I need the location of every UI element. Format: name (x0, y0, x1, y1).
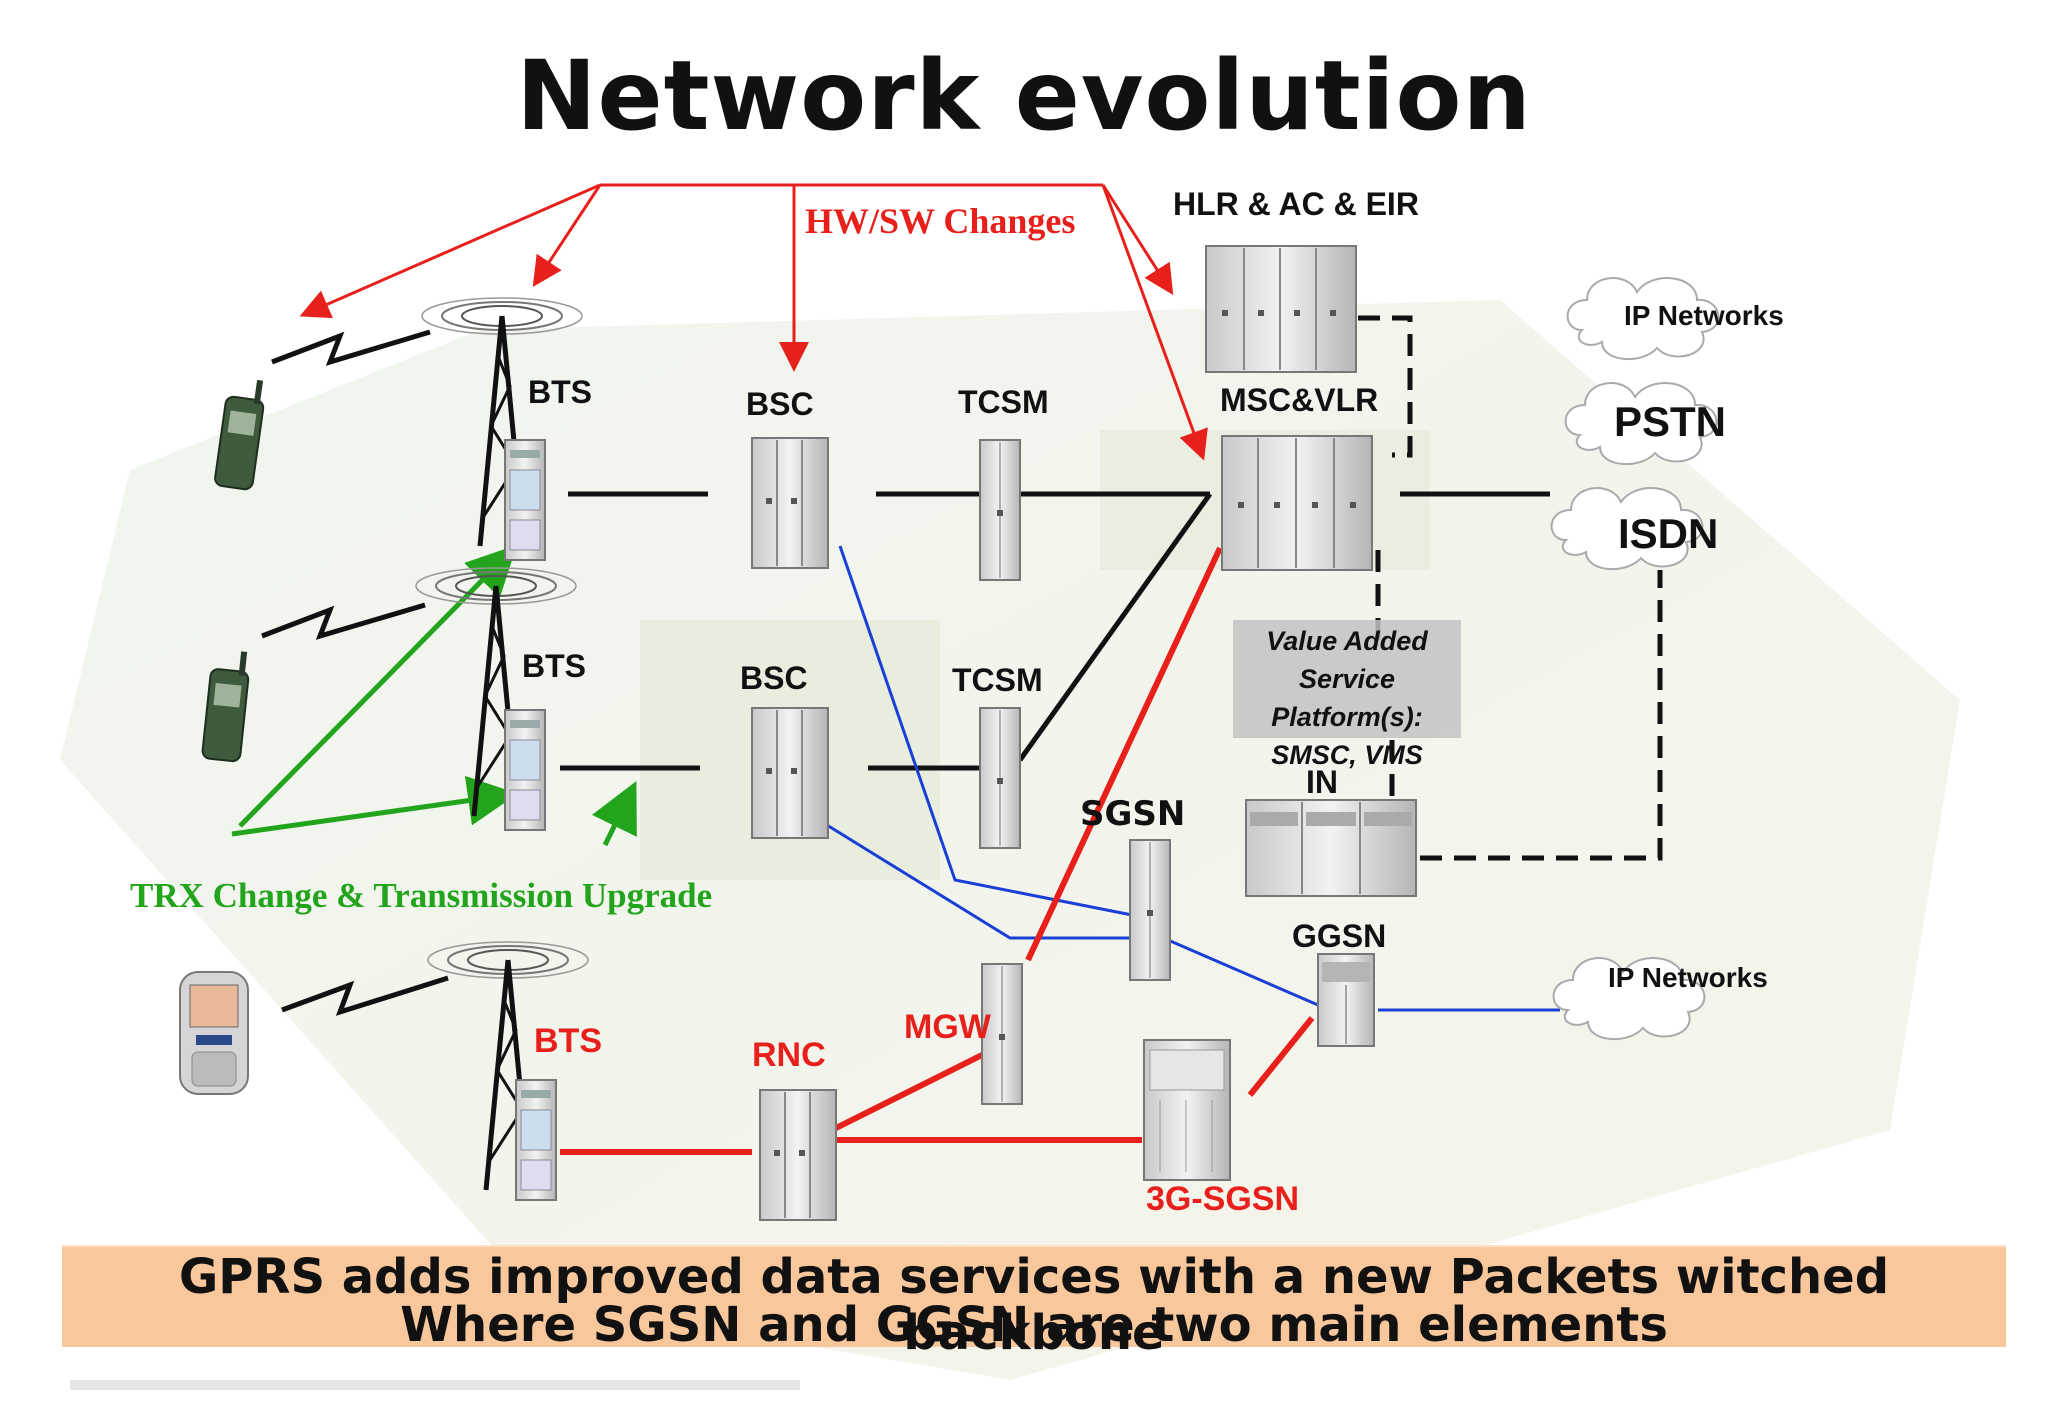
vas-line-3: SMSC, VMS (1271, 740, 1423, 770)
trx-change-label: TRX Change & Transmission Upgrade (130, 876, 713, 915)
rnc-label: RNC (752, 1036, 826, 1074)
vas-line-1: Value Added (1266, 626, 1428, 656)
ip-networks-bottom-label: IP Networks (1608, 962, 1768, 993)
summary-banner: GPRS adds improved data services with a … (62, 1245, 2006, 1361)
bts-cabinet-2-icon (504, 709, 546, 831)
hlr-label: HLR & AC & EIR (1173, 186, 1419, 222)
ip-networks-top-label: IP Networks (1624, 300, 1784, 331)
in-label: IN (1306, 764, 1338, 800)
mgw-label: MGW (904, 1008, 991, 1046)
bts-cabinet-3-icon (515, 1079, 557, 1201)
bsc-2-icon (751, 707, 829, 839)
bsc-1-icon (751, 437, 829, 569)
3g-sgsn-icon (1143, 1039, 1231, 1181)
msc-vlr-cabinet-icon (1221, 435, 1373, 571)
msc-vlr-label: MSC&VLR (1220, 382, 1379, 418)
tcsm-1-label: TCSM (958, 384, 1049, 420)
bsc-2-label: BSC (740, 660, 808, 696)
banner-line-2: Where SGSN and GGSN are two main element… (400, 1297, 1668, 1353)
tcsm-2-label: TCSM (952, 662, 1043, 698)
banner-line-1: GPRS adds improved data services with a … (178, 1249, 1890, 1361)
ggsn-icon (1317, 953, 1375, 1047)
sgsn-icon (1129, 839, 1171, 981)
page-title: Network evolution (516, 40, 1532, 152)
hlr-cabinet-icon (1205, 245, 1357, 373)
sgsn-label: SGSN (1080, 794, 1186, 834)
mobile-phone-3-icon (179, 971, 249, 1095)
bsc-1-label: BSC (746, 386, 814, 422)
pstn-label: PSTN (1614, 398, 1727, 445)
vas-line-2: Service Platform(s): (1271, 664, 1423, 732)
tcsm-1-icon (979, 439, 1021, 581)
hw-sw-changes-label: HW/SW Changes (805, 201, 1076, 241)
bts-cabinet-1-icon (504, 439, 546, 561)
rnc-icon (759, 1089, 837, 1221)
ggsn-label: GGSN (1292, 918, 1387, 954)
value-added-service-platform-box: Value Added Service Platform(s): SMSC, V… (1233, 620, 1461, 770)
isdn-label: ISDN (1618, 510, 1719, 557)
bts-1-label: BTS (528, 374, 592, 410)
tcsm-2-icon (979, 707, 1021, 849)
bts-2-label: BTS (522, 648, 586, 684)
in-server-icon (1245, 799, 1417, 897)
bts-3-label: BTS (534, 1022, 602, 1060)
3g-sgsn-label: 3G-SGSN (1146, 1180, 1300, 1218)
